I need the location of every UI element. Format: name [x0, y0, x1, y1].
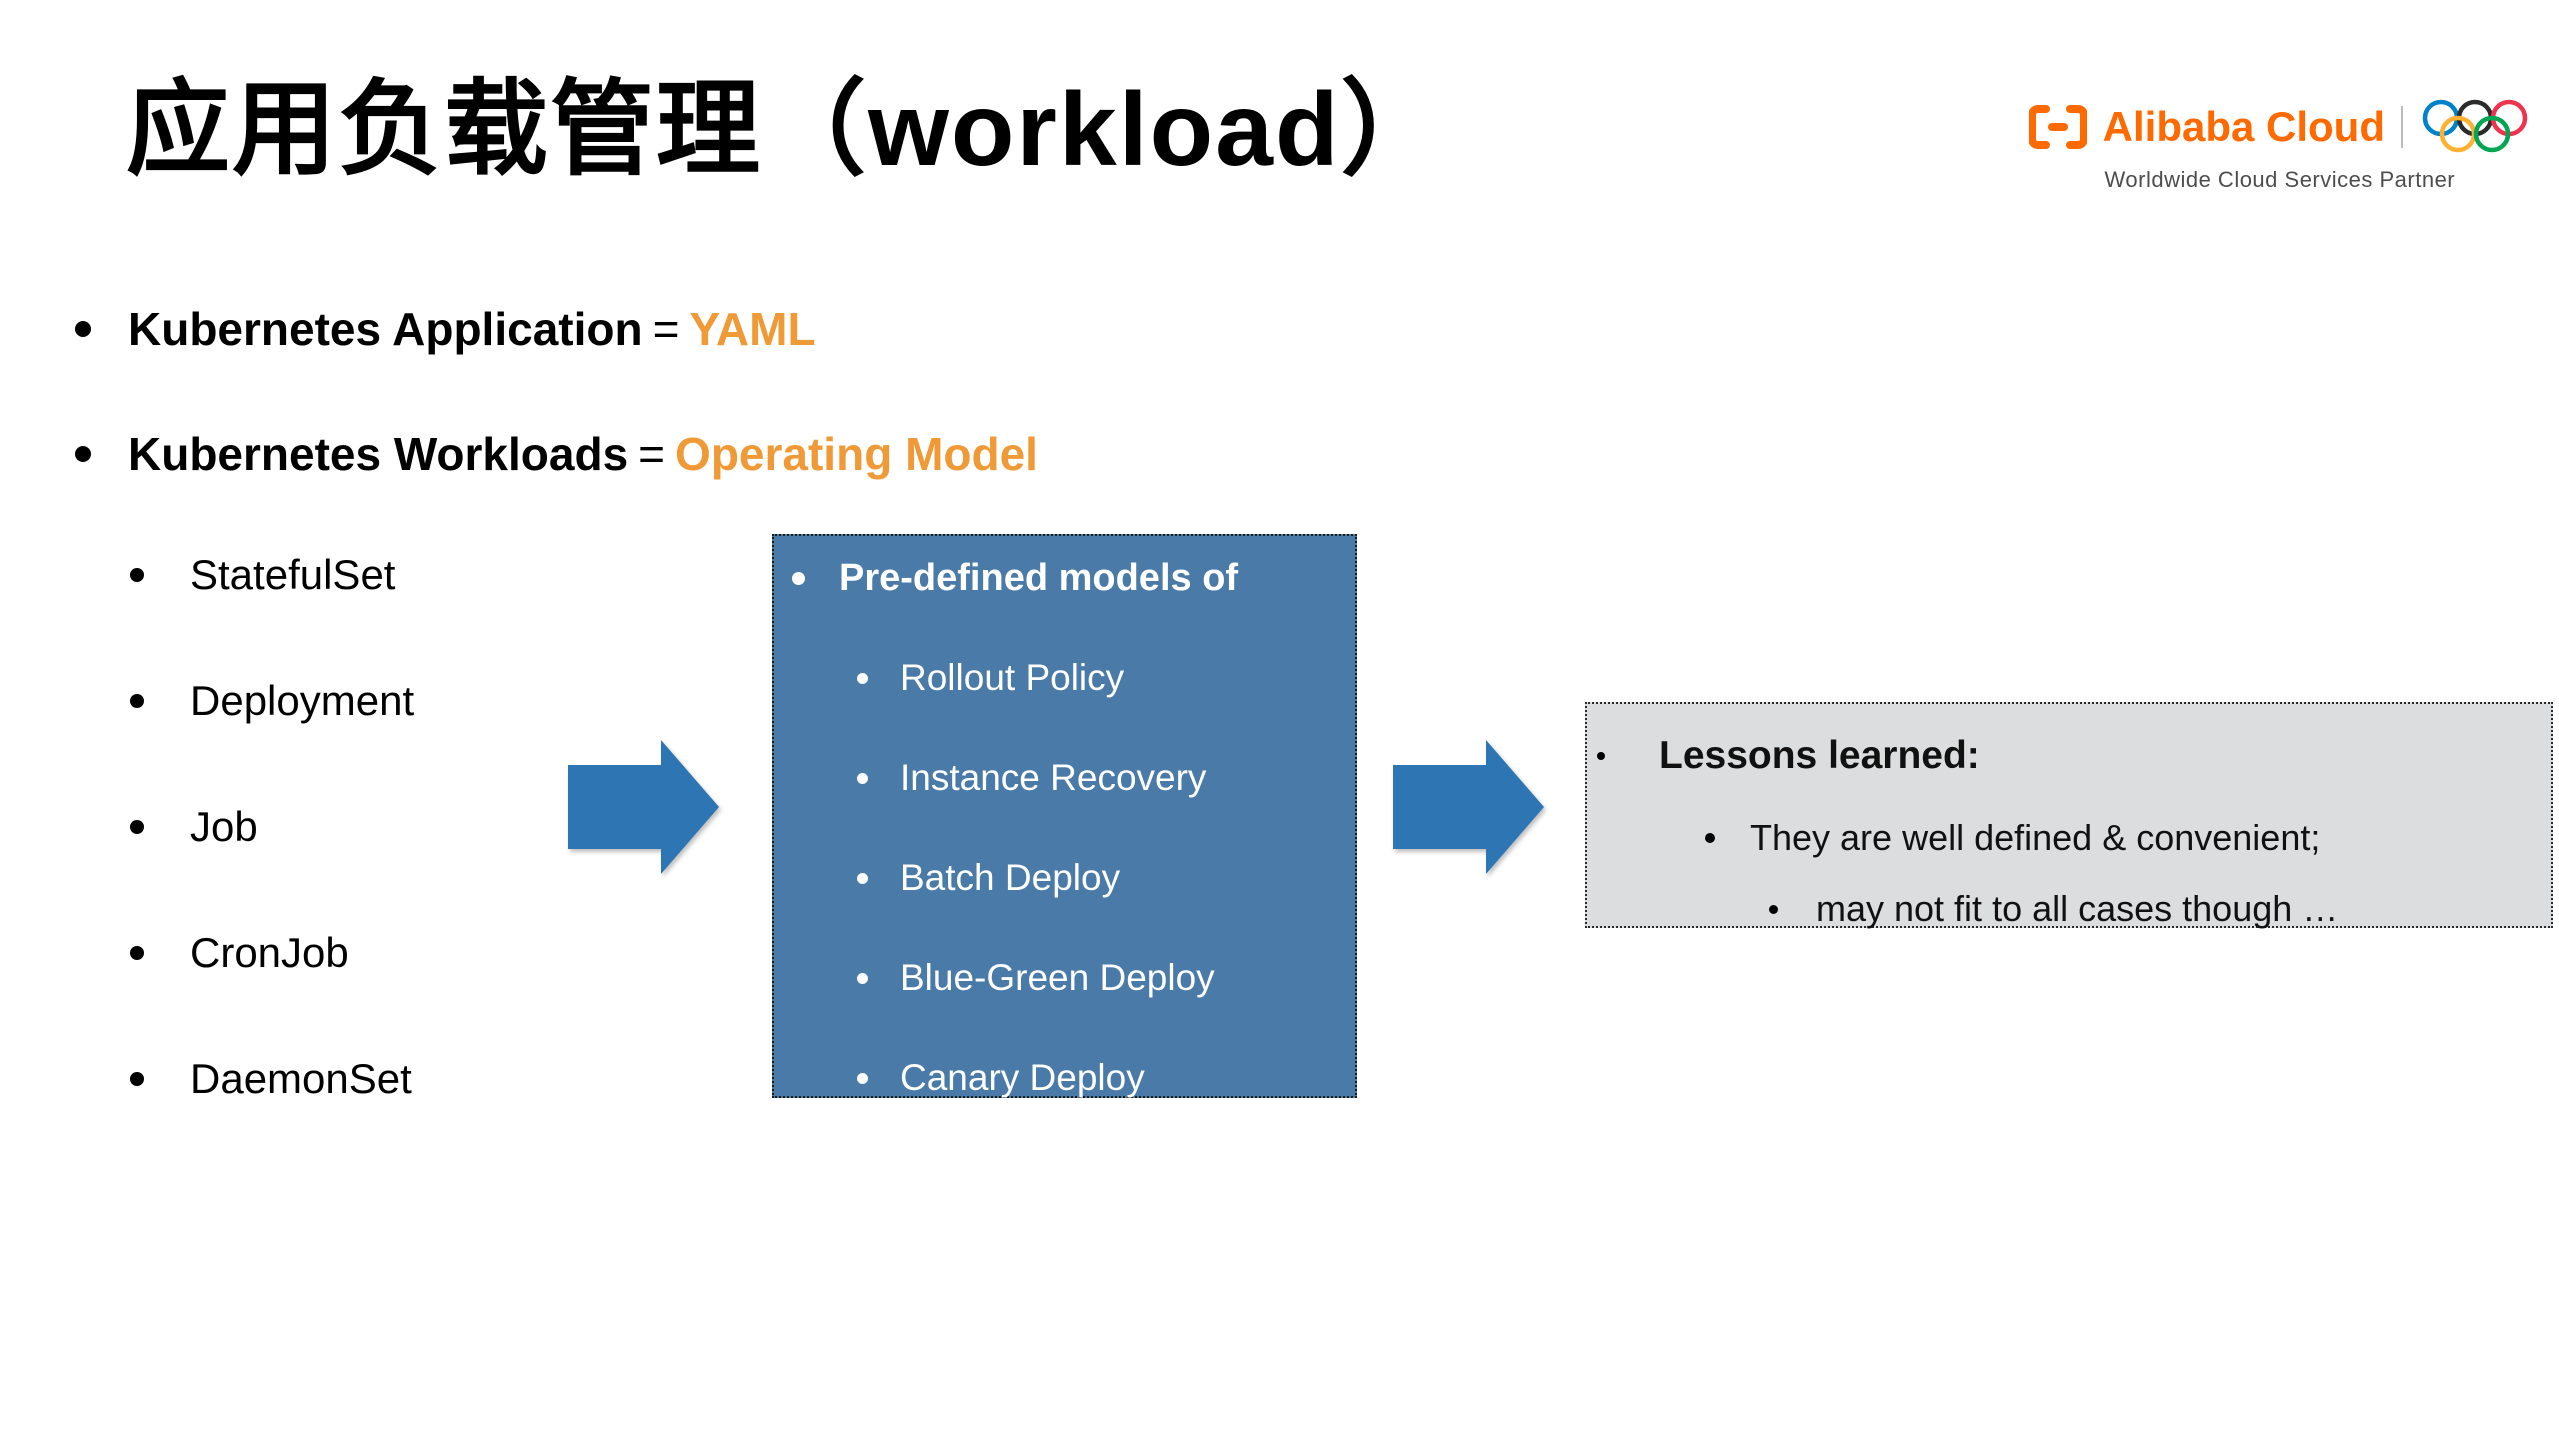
list-item: Canary Deploy [857, 1056, 1355, 1100]
bullet-icon [130, 694, 144, 708]
bullet-icon [130, 568, 144, 582]
logo-divider [2401, 106, 2403, 148]
list-item: Batch Deploy [857, 856, 1355, 900]
workload-type-list: StatefulSet Deployment Job CronJob Daemo… [130, 548, 414, 1178]
bullet-icon [75, 321, 91, 337]
main-bullet-list: Kubernetes Application=YAML Kubernetes W… [75, 300, 1038, 550]
equals-sign: = [652, 303, 680, 355]
bullet-icon [857, 1072, 868, 1084]
bullet-icon [130, 820, 144, 834]
bullet-prefix: Kubernetes Workloads [128, 428, 629, 480]
olympic-rings-icon [2419, 96, 2531, 158]
bullet-highlight: YAML [689, 303, 816, 355]
lessons-item: They are well defined & convenient; [1750, 817, 2321, 858]
lessons-learned-box: Lessons learned: They are well defined &… [1585, 702, 2553, 930]
list-item: Deployment [130, 674, 414, 728]
bullet-icon [857, 772, 868, 784]
bullet-icon [792, 571, 805, 585]
bullet-highlight: Operating Model [675, 428, 1038, 480]
logo-row: Alibaba Cloud [2028, 96, 2531, 158]
predefined-models-box: Pre-defined models of Rollout Policy Ins… [772, 534, 1357, 1098]
workload-type: StatefulSet [190, 551, 396, 598]
model-item: Instance Recovery [900, 757, 1207, 798]
workload-type: DaemonSet [190, 1055, 412, 1102]
bullet-icon [1705, 833, 1715, 843]
list-item: StatefulSet [130, 548, 414, 602]
blue-box-heading-row: Pre-defined models of [792, 556, 1355, 600]
list-item: Job [130, 800, 414, 854]
model-item: Canary Deploy [900, 1057, 1145, 1098]
workload-type: Deployment [190, 677, 415, 724]
bullet-icon [75, 446, 91, 462]
page-title: 应用负载管理（workload） [126, 72, 1447, 188]
bullet-icon [1769, 904, 1778, 914]
lessons-item: may not fit to all cases though … [1816, 888, 2339, 929]
bullet-prefix: Kubernetes Application [128, 303, 643, 355]
brand-name: Alibaba Cloud [2102, 103, 2385, 150]
model-list: Rollout Policy Instance Recovery Batch D… [774, 656, 1355, 1100]
list-item: Rollout Policy [857, 656, 1355, 700]
equals-sign: = [638, 428, 666, 480]
bullet-icon [1597, 752, 1605, 760]
model-item: Rollout Policy [900, 657, 1125, 698]
bullet-icon [857, 872, 868, 884]
model-item: Batch Deploy [900, 857, 1121, 898]
lessons-heading-row: Lessons learned: [1597, 734, 1980, 778]
bullet-icon [130, 1072, 144, 1086]
alibaba-cloud-bracket-icon [2028, 105, 2087, 149]
model-item: Blue-Green Deploy [900, 957, 1215, 998]
workload-type: Job [190, 803, 258, 850]
alibaba-cloud-logo: Alibaba Cloud Worldwide Cloud Services P… [2028, 96, 2531, 193]
lessons-heading: Lessons learned: [1659, 734, 1980, 777]
bullet-icon [130, 946, 144, 960]
lessons-item-row: They are well defined & convenient; [1705, 817, 2320, 859]
blue-box-heading: Pre-defined models of [839, 556, 1239, 599]
workload-type: CronJob [190, 929, 349, 976]
lessons-item-row: may not fit to all cases though … [1769, 888, 2338, 930]
list-item: Instance Recovery [857, 756, 1355, 800]
list-item: Kubernetes Workloads=Operating Model [75, 425, 1038, 483]
arrow-right-icon [568, 736, 720, 878]
logo-tagline: Worldwide Cloud Services Partner [2104, 167, 2456, 192]
bullet-icon [857, 972, 868, 984]
list-item: Kubernetes Application=YAML [75, 300, 1038, 358]
list-item: Blue-Green Deploy [857, 956, 1355, 1000]
arrow-right-icon [1393, 736, 1545, 878]
list-item: DaemonSet [130, 1052, 414, 1106]
list-item: CronJob [130, 926, 414, 980]
bullet-icon [857, 672, 868, 684]
